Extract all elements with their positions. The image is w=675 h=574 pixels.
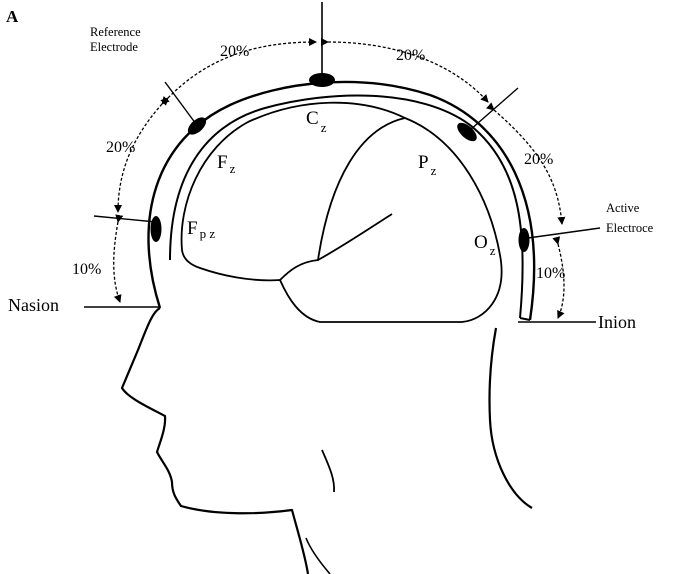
inion-label: Inion <box>598 312 636 332</box>
percent-left-upper: 20% <box>106 139 135 156</box>
ear-lobe <box>305 537 331 574</box>
arc-left-lower-10 <box>113 214 124 303</box>
percent-right-lower: 10% <box>536 265 565 282</box>
arc-right-lower-10 <box>552 236 565 319</box>
arc-right-upper-20 <box>486 102 566 225</box>
scalp-base-line <box>519 317 531 321</box>
pz-sub: z <box>431 163 437 178</box>
oz-main: O <box>474 232 488 253</box>
percent-top-left: 20% <box>220 43 249 60</box>
scalp-outer-arc <box>147 80 536 321</box>
arc-top-left-20 <box>160 38 317 106</box>
pz-main: P <box>418 152 429 173</box>
chin-crease <box>321 449 335 493</box>
fpz-main: F <box>187 218 198 239</box>
arc-top-right-20 <box>320 37 489 103</box>
arc-left-upper-20 <box>114 96 170 213</box>
brain-outline <box>180 101 503 323</box>
active-label-line2: Electroce <box>606 221 654 235</box>
percent-left-lower: 10% <box>72 261 101 278</box>
central-sulcus <box>279 117 406 281</box>
fz-sub: z <box>230 161 236 176</box>
active-label-line1: Active <box>606 201 640 215</box>
electrode-pz-marker <box>457 122 477 142</box>
pz-pointer-line <box>469 87 519 131</box>
percent-right-upper: 20% <box>524 151 553 168</box>
percent-top-right: 20% <box>396 47 425 64</box>
reference-label-line2: Electrode <box>90 40 138 54</box>
electrode-oz-marker <box>518 228 530 252</box>
fpz-sub: p z <box>200 226 216 241</box>
active-pointer-line <box>527 227 601 239</box>
head-profile-outline <box>120 307 310 574</box>
reference-label-line1: Reference <box>90 25 141 39</box>
cz-sub: z <box>321 120 327 135</box>
panel-letter: A <box>6 7 19 26</box>
fz-main: F <box>217 152 228 173</box>
nasion-label: Nasion <box>8 295 59 315</box>
fpz-tick-line <box>93 215 157 223</box>
neck-back-outline <box>488 327 533 509</box>
reference-pointer-line <box>164 81 197 125</box>
lateral-sulcus <box>317 213 393 261</box>
cz-main: C <box>306 108 319 129</box>
electrode-fpz-marker <box>150 216 162 242</box>
electrode-fz-marker <box>187 117 207 135</box>
oz-sub: z <box>490 243 496 258</box>
